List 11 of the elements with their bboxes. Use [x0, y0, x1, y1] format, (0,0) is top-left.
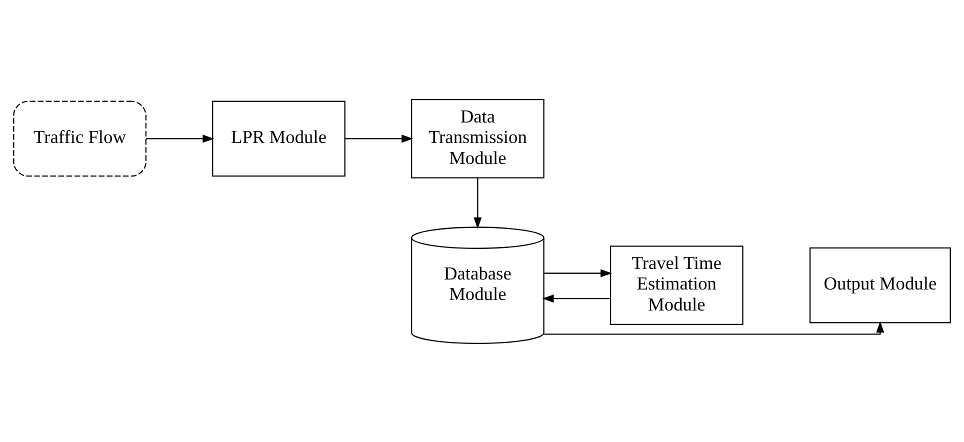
- arrow: [544, 268, 612, 277]
- node-box: Output Module: [809, 246, 951, 323]
- node-box: LPR Module: [212, 100, 346, 176]
- node-box: Data Transmission Module: [410, 98, 544, 178]
- arrow: [146, 134, 214, 142]
- node-box: Traffic Flow: [13, 100, 146, 176]
- arrow: [542, 294, 610, 302]
- arrow: [474, 178, 482, 228]
- node-box: Travel Time Estimation Module: [610, 245, 744, 324]
- arrow: [544, 320, 884, 334]
- arrow: [345, 134, 414, 142]
